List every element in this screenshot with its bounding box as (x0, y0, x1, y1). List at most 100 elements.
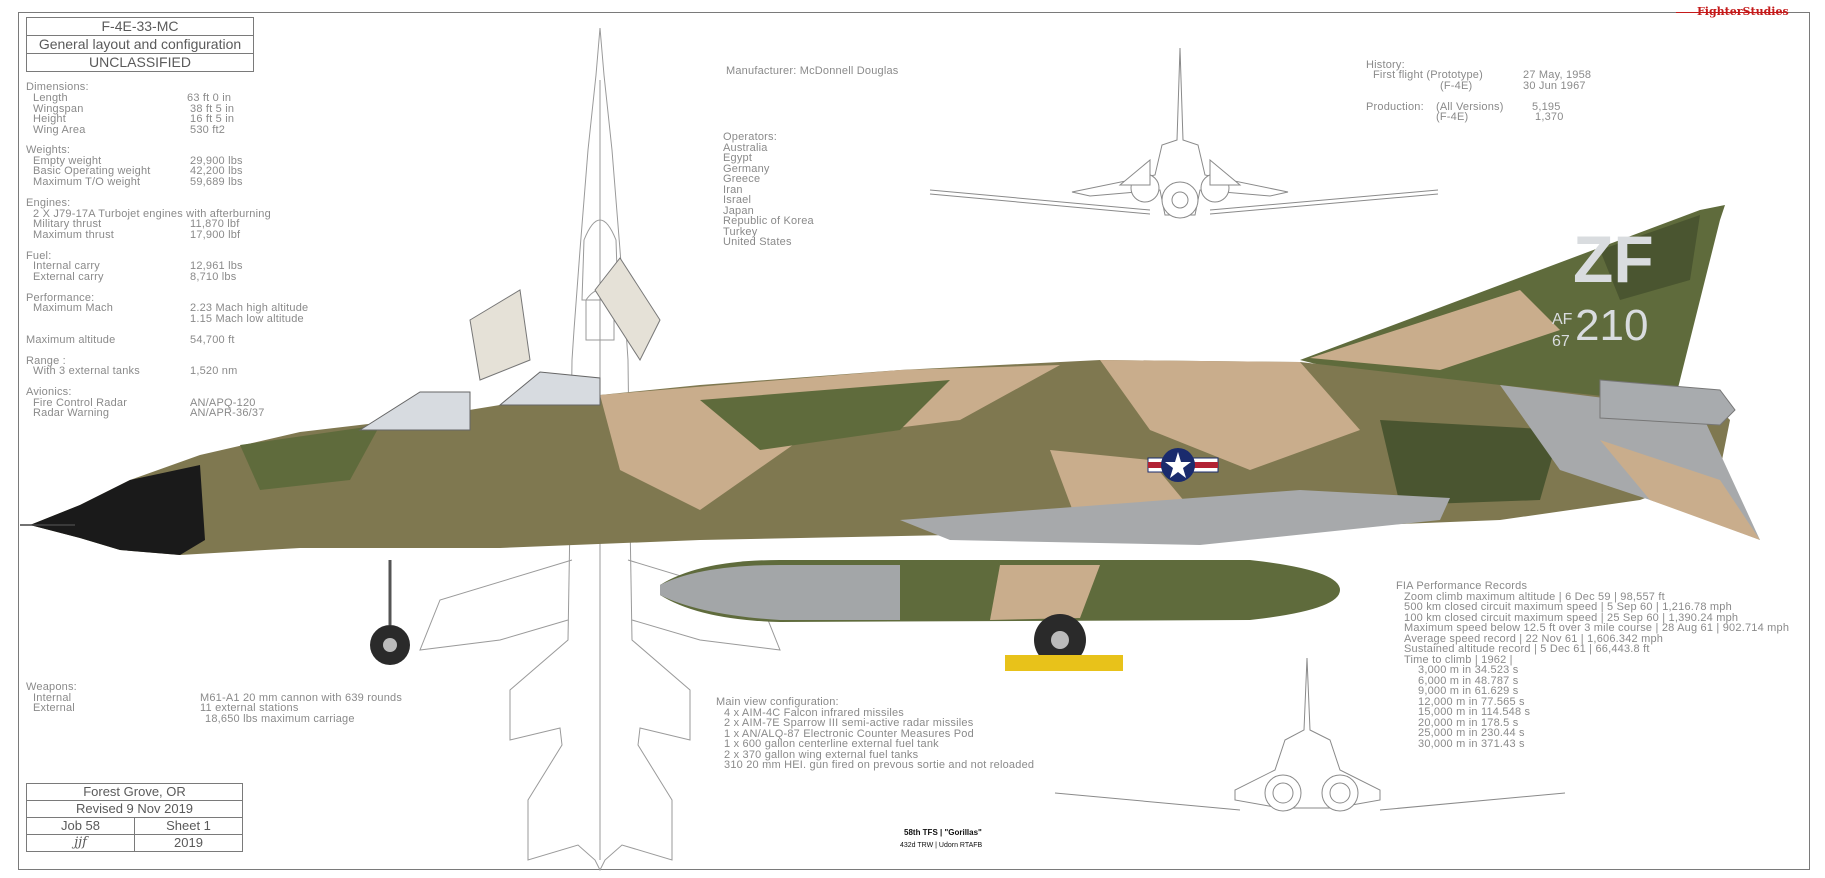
tail-af: AF (1552, 311, 1573, 328)
tail-serial: 210 (1575, 301, 1649, 350)
first-flight-label: First flight (Prototype) (1373, 69, 1483, 81)
weight-max-label: Maximum T/O weight (33, 176, 141, 188)
avionics-radar-value: AN/APQ-120 (190, 397, 256, 409)
weight-basic-label: Basic Operating weight (33, 165, 151, 177)
production-f4e-label: (F-4E) (1436, 111, 1469, 123)
operator-item: Turkey (723, 226, 758, 238)
record-line: Zoom climb maximum altitude | 6 Dec 59 |… (1404, 591, 1665, 603)
front-view-outline (929, 47, 1439, 219)
fuel-external-value: 8,710 lbs (190, 271, 237, 283)
first-flight-sub: (F-4E) (1440, 80, 1473, 92)
main-view-line: 1 x AN/ALQ-87 Electronic Counter Measure… (724, 728, 974, 740)
operator-item: Greece (723, 173, 761, 185)
engine-military-label: Military thrust (33, 218, 102, 230)
drawing-frame (18, 12, 1810, 870)
engines-heading: Engines: (26, 197, 71, 209)
record-line: 100 km closed circuit maximum speed | 25… (1404, 612, 1739, 624)
weapons-external-label: External (33, 702, 75, 714)
production-all-value: 5,195 (1532, 101, 1561, 113)
tail-code: ZF (1573, 222, 1654, 296)
production-all-label: (All Versions) (1436, 101, 1504, 113)
classification: UNCLASSIFIED (89, 54, 191, 70)
climb-record: 12,000 m in 77.565 s (1418, 696, 1525, 708)
aircraft-designation: F-4E-33-MC (27, 18, 253, 36)
records-heading: FIA Performance Records (1396, 580, 1528, 592)
dim-wingspan-value: 38 ft 5 in (190, 103, 235, 115)
dim-height-value: 16 ft 5 in (190, 113, 235, 125)
weapons-external-carriage: 18,650 lbs maximum carriage (205, 713, 355, 725)
fuel-internal-value: 12,961 lbs (190, 260, 243, 272)
record-line: 500 km closed circuit maximum speed | 5 … (1404, 601, 1732, 613)
record-line: Average speed record | 22 Nov 61 | 1,606… (1404, 633, 1664, 645)
info-block: Forest Grove, OR Revised 9 Nov 2019 Job … (26, 783, 243, 852)
weights-heading: Weights: (26, 144, 71, 156)
dim-wingarea-label: Wing Area (33, 124, 86, 136)
dim-wingspan-label: Wingspan (33, 103, 84, 115)
manufacturer: Manufacturer: McDonnell Douglas (726, 65, 899, 77)
drawing-subtitle: General layout and configuration (27, 36, 253, 54)
climb-record: 3,000 m in 34.523 s (1418, 664, 1519, 676)
avionics-warning-value: AN/APR-36/37 (190, 407, 265, 419)
production-label: Production: (1366, 101, 1424, 113)
max-altitude-label: Maximum altitude (26, 334, 116, 346)
avionics-warning-label: Radar Warning (33, 407, 110, 419)
climb-record: 25,000 m in 230.44 s (1418, 727, 1525, 739)
brand-underline (1676, 12, 1784, 13)
operator-item: Japan (723, 205, 754, 217)
main-view-line: 310 20 mm HEI. gun fired on prevous sort… (724, 759, 1035, 771)
operator-item: Australia (723, 142, 768, 154)
dim-height-label: Height (33, 113, 66, 125)
sheet-number: Sheet 1 (134, 818, 242, 834)
operator-item: Iran (723, 184, 743, 196)
dim-length-value: 63 ft 0 in (187, 92, 232, 104)
record-line: Sustained altitude record | 5 Dec 61 | 6… (1404, 643, 1650, 655)
unit-wing: 432d TRW | Udorn RTAFB (900, 842, 983, 849)
performance-mach-label: Maximum Mach (33, 302, 114, 314)
title-block: F-4E-33-MC General layout and configurat… (26, 17, 254, 72)
record-line: Time to climb | 1962 | (1404, 654, 1513, 666)
weight-empty-label: Empty weight (33, 155, 102, 167)
unit-squadron: 58th TFS | "Gorillas" (904, 828, 982, 837)
tail-year: 67 (1552, 333, 1570, 350)
range-value: 1,520 nm (190, 365, 238, 377)
author-initials: jjf (74, 835, 87, 850)
climb-record: 15,000 m in 114.548 s (1418, 706, 1531, 718)
first-flight-prototype-date: 27 May, 1958 (1523, 69, 1592, 81)
climb-record: 6,000 m in 48.787 s (1418, 675, 1519, 687)
side-view-aircraft (20, 205, 1760, 671)
production-f4e-value: 1,370 (1535, 111, 1564, 123)
revision-date: Revised 9 Nov 2019 (75, 801, 194, 816)
brand-logo: FighterStudies (1697, 5, 1789, 18)
dim-wingarea-value: 530 ft2 (190, 124, 226, 136)
performance-heading: Performance: (26, 292, 95, 304)
climb-record: 9,000 m in 61.629 s (1418, 685, 1519, 697)
engine-max-value: 17,900 lbf (190, 229, 241, 241)
first-flight-f4e-date: 30 Jun 1967 (1523, 80, 1586, 92)
weapons-external-stations: 11 external stations (200, 702, 299, 714)
drawing-year: 2019 (134, 835, 242, 851)
fuel-heading: Fuel: (26, 250, 52, 262)
record-line: Maximum speed below 12.5 ft over 3 mile … (1404, 622, 1790, 634)
fuel-internal-label: Internal carry (33, 260, 100, 272)
drawing-location: Forest Grove, OR (83, 784, 186, 799)
fuel-external-label: External carry (33, 271, 104, 283)
main-view-line: 4 x AIM-4C Falcon infrared missiles (724, 707, 904, 719)
operator-item: United States (723, 236, 792, 248)
weight-basic-value: 42,200 lbs (190, 165, 243, 177)
operator-item: Germany (723, 163, 770, 175)
climb-record: 30,000 m in 371.43 s (1418, 738, 1525, 750)
engines-description: 2 X J79-17A Turbojet engines with afterb… (33, 208, 271, 220)
operator-item: Republic of Korea (723, 215, 814, 227)
dimensions-heading: Dimensions: (26, 81, 89, 93)
engine-military-value: 11,870 lbf (190, 218, 240, 230)
range-heading: Range : (26, 355, 66, 367)
max-altitude-value: 54,700 ft (190, 334, 235, 346)
weight-max-value: 59,689 lbs (190, 176, 243, 188)
main-view-line: 1 x 600 gallon centerline external fuel … (724, 738, 939, 750)
main-view-line: 2 x 370 gallon wing external fuel tanks (724, 749, 919, 761)
performance-mach-high: 2.23 Mach high altitude (190, 302, 309, 314)
engine-max-label: Maximum thrust (33, 229, 115, 241)
performance-mach-low: 1.15 Mach low altitude (190, 313, 304, 325)
job-number: Job 58 (60, 818, 101, 833)
